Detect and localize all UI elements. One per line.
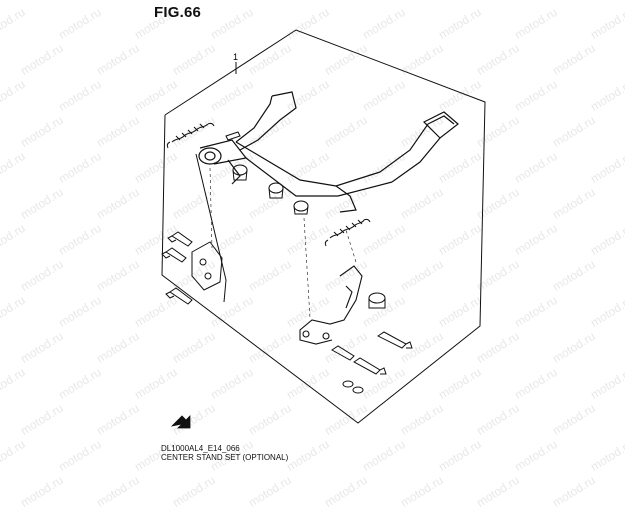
washer-right	[342, 380, 364, 394]
bolt-right-2	[353, 357, 387, 375]
collar-bushing	[268, 182, 284, 199]
assembly-guide-lines	[209, 167, 357, 319]
part-ref-number: 1	[233, 52, 238, 62]
bolt-left-1	[167, 231, 193, 247]
rubber-bushing	[232, 164, 248, 181]
figure-model-code: DL1000AL4_E14_066	[161, 444, 240, 453]
watermark-text: motod.ru	[18, 472, 66, 510]
watermark-text: motod.ru	[322, 472, 370, 510]
damper-rubber	[368, 292, 386, 309]
watermark-text: motod.ru	[550, 472, 598, 510]
center-stand-frame	[198, 91, 459, 213]
bolt-right-1	[377, 331, 413, 349]
right-bracket	[299, 265, 363, 345]
watermark-text: motod.ru	[246, 472, 294, 510]
spacer-bushing	[293, 200, 309, 215]
left-bracket	[191, 241, 223, 291]
return-spring-lower	[324, 218, 371, 247]
parts-diagram: 1	[161, 29, 486, 429]
pivot-pin	[225, 131, 241, 141]
bolt-left-2	[161, 247, 187, 263]
watermark-text: motod.ru	[398, 472, 446, 510]
front-arrow-icon	[170, 415, 191, 429]
bolt-right-3	[331, 345, 355, 361]
figure-title: FIG.66	[154, 4, 202, 21]
watermark-text: motod.ru	[94, 472, 142, 510]
figure-caption: CENTER STAND SET (OPTIONAL)	[161, 453, 289, 462]
bolt-left-3	[165, 287, 193, 305]
watermark-text: motod.ru	[170, 472, 218, 510]
return-spring-upper	[166, 122, 215, 149]
watermark-text: motod.ru	[474, 472, 522, 510]
kit-box-outline	[161, 29, 486, 424]
